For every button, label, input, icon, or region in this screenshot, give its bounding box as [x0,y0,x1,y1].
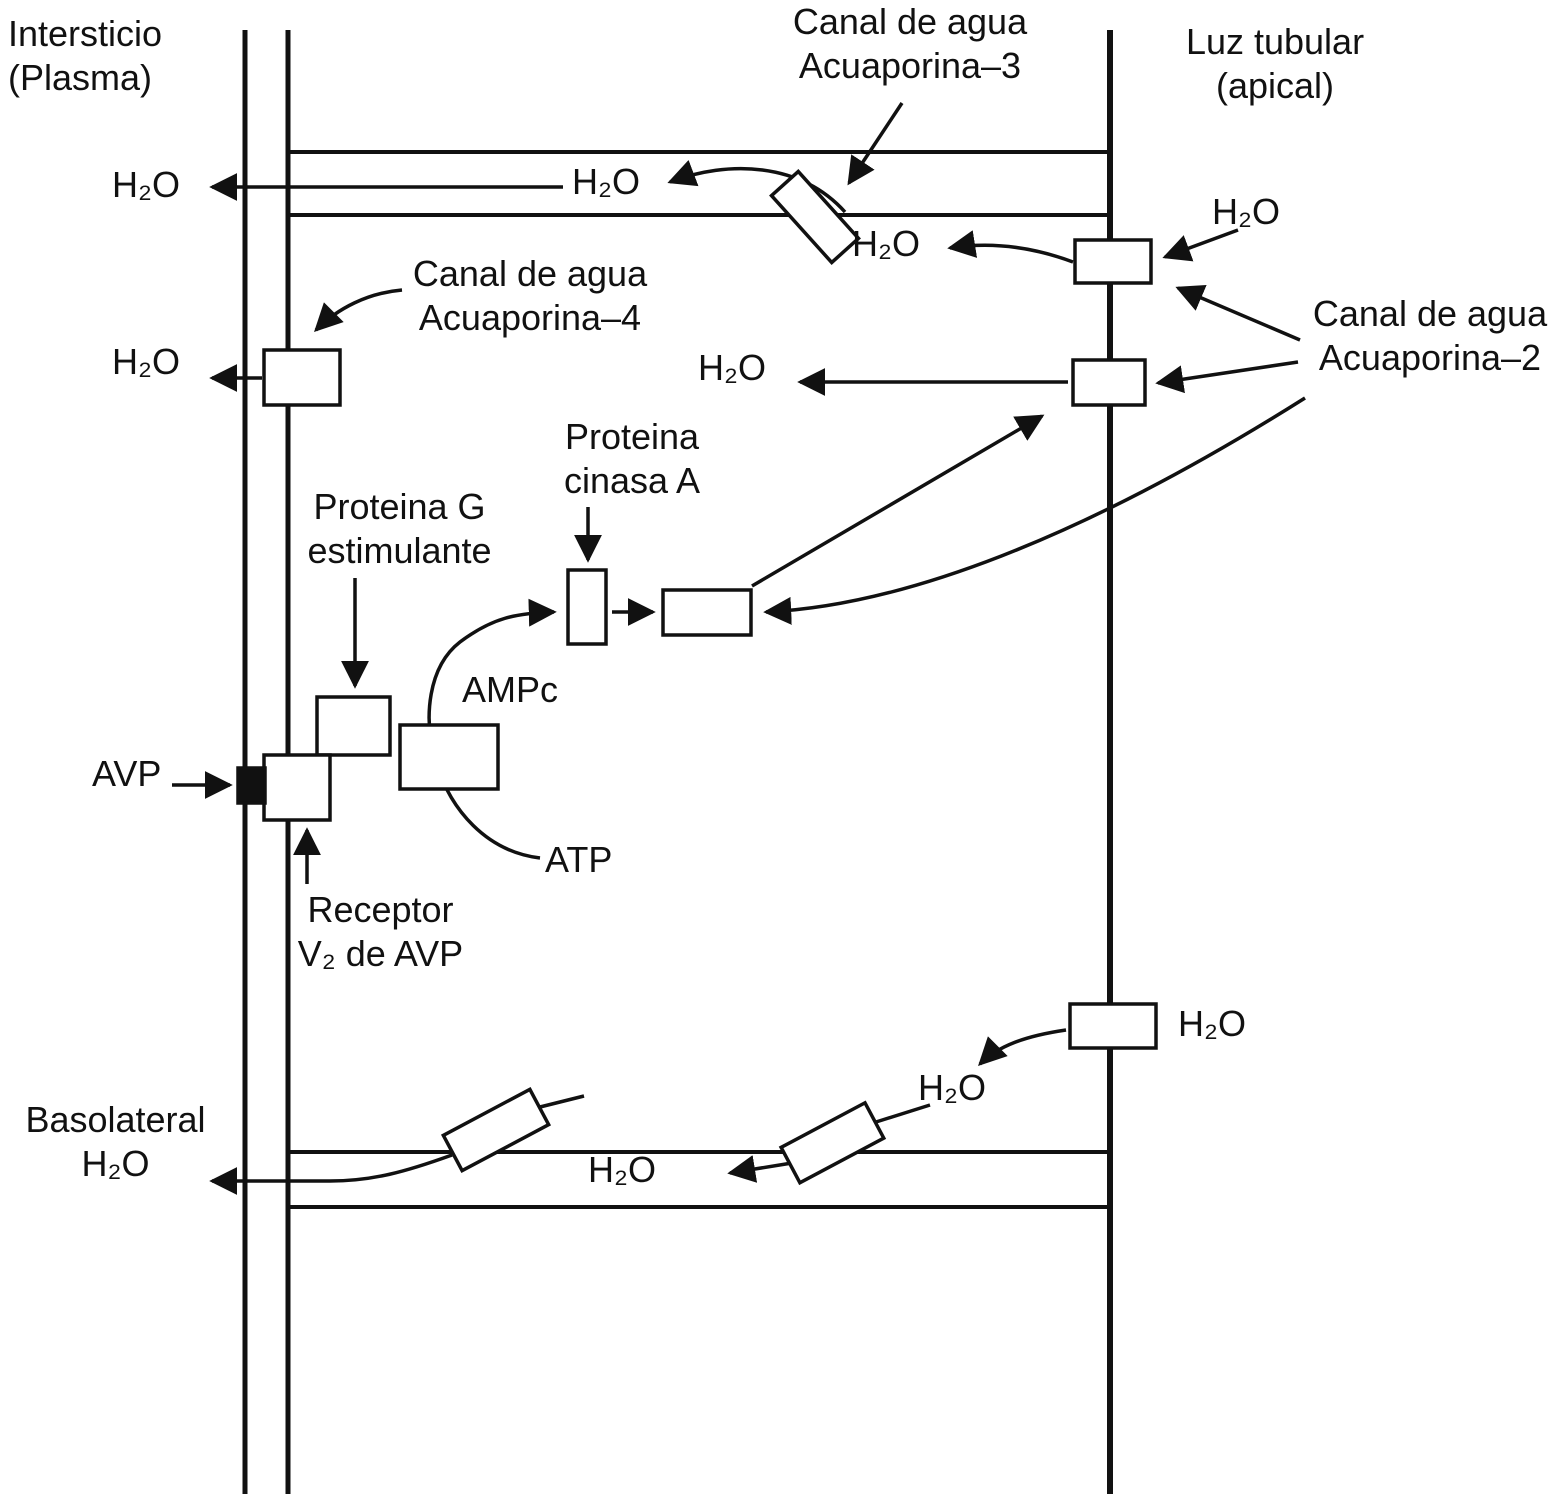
g-protein-shape [315,695,392,757]
h2o-label-top-inner: H₂O [852,223,920,264]
aqp4-label: Canal de agua Acuaporina–4 [412,253,648,338]
basolateral-water-exit-arrow [209,1153,453,1195]
aqp2-channel-top-shape [1073,238,1153,285]
pka-label: Proteina cinasa A [563,416,701,501]
aqp3-label: Canal de agua Acuaporina–3 [792,1,1028,86]
aqp3-water-exit-arrow [667,159,847,214]
vesicle-insertion-arrow [751,414,1045,588]
ampc-label: AMPc [462,669,559,710]
interstitium-label: Intersticio (Plasma) [8,13,163,98]
atp-label: ATP [545,839,613,880]
h2o-label-bottom-right: H₂O [1178,1003,1246,1044]
g-protein-label: Proteina G estimulante [307,486,492,571]
h2o-label-lumen-top: H₂O [1212,191,1280,232]
aqp4-label-arrow [314,288,403,332]
bottom-channel-left-shape [440,1086,552,1174]
avp-ligand-shape [236,766,267,805]
h2o-label-left-mid: H₂O [112,341,180,382]
h2o-label-center: H₂O [698,347,766,388]
aqp2-vesicle-shape [661,588,753,637]
lumen-label: Luz tubular (apical) [1185,21,1365,106]
protein-kinase-a-shape [566,568,608,646]
lumen-water-arrow [1162,228,1239,262]
h2o-label-bottom-mid: H₂O [918,1067,986,1108]
water-entry-top-arrow [947,230,1074,264]
water-entry-bottom-arrow [978,1028,1067,1066]
bottom-channel-right-shape [778,1100,887,1186]
aqp2-channel-bottom-shape [1068,1002,1158,1050]
h2o-label-top-mid: H₂O [572,161,640,202]
aqp2-label-arrow-top [1175,285,1301,342]
bottom-water-flow-arrow [727,1155,793,1183]
bottom-left-channel-line [539,1094,585,1109]
avp-label: AVP [92,753,162,794]
h2o-label-bottom-inner: H₂O [588,1149,656,1190]
water-to-bottom-channel-line [875,1103,931,1124]
aqp2-label: Canal de agua Acuaporina–2 [1312,293,1548,378]
h2o-label-top-left: H₂O [112,164,180,205]
v2-receptor-shape [262,753,332,822]
aqp3-channel-shape [769,169,861,265]
adenylyl-cyclase-shape [398,723,500,791]
receptor-label: Receptor V₂ de AVP [297,889,464,974]
atp-to-ampc-curve-arrow [427,598,557,860]
aqp4-channel-shape [262,348,342,407]
aqp2-label-curve-to-vesicle [763,396,1306,625]
aqp2-channel-mid-shape [1071,358,1147,407]
aqp2-label-arrow-mid [1155,360,1299,394]
basolateral-label: Basolateral H₂O [25,1099,206,1184]
aqp3-label-arrow [847,102,904,186]
